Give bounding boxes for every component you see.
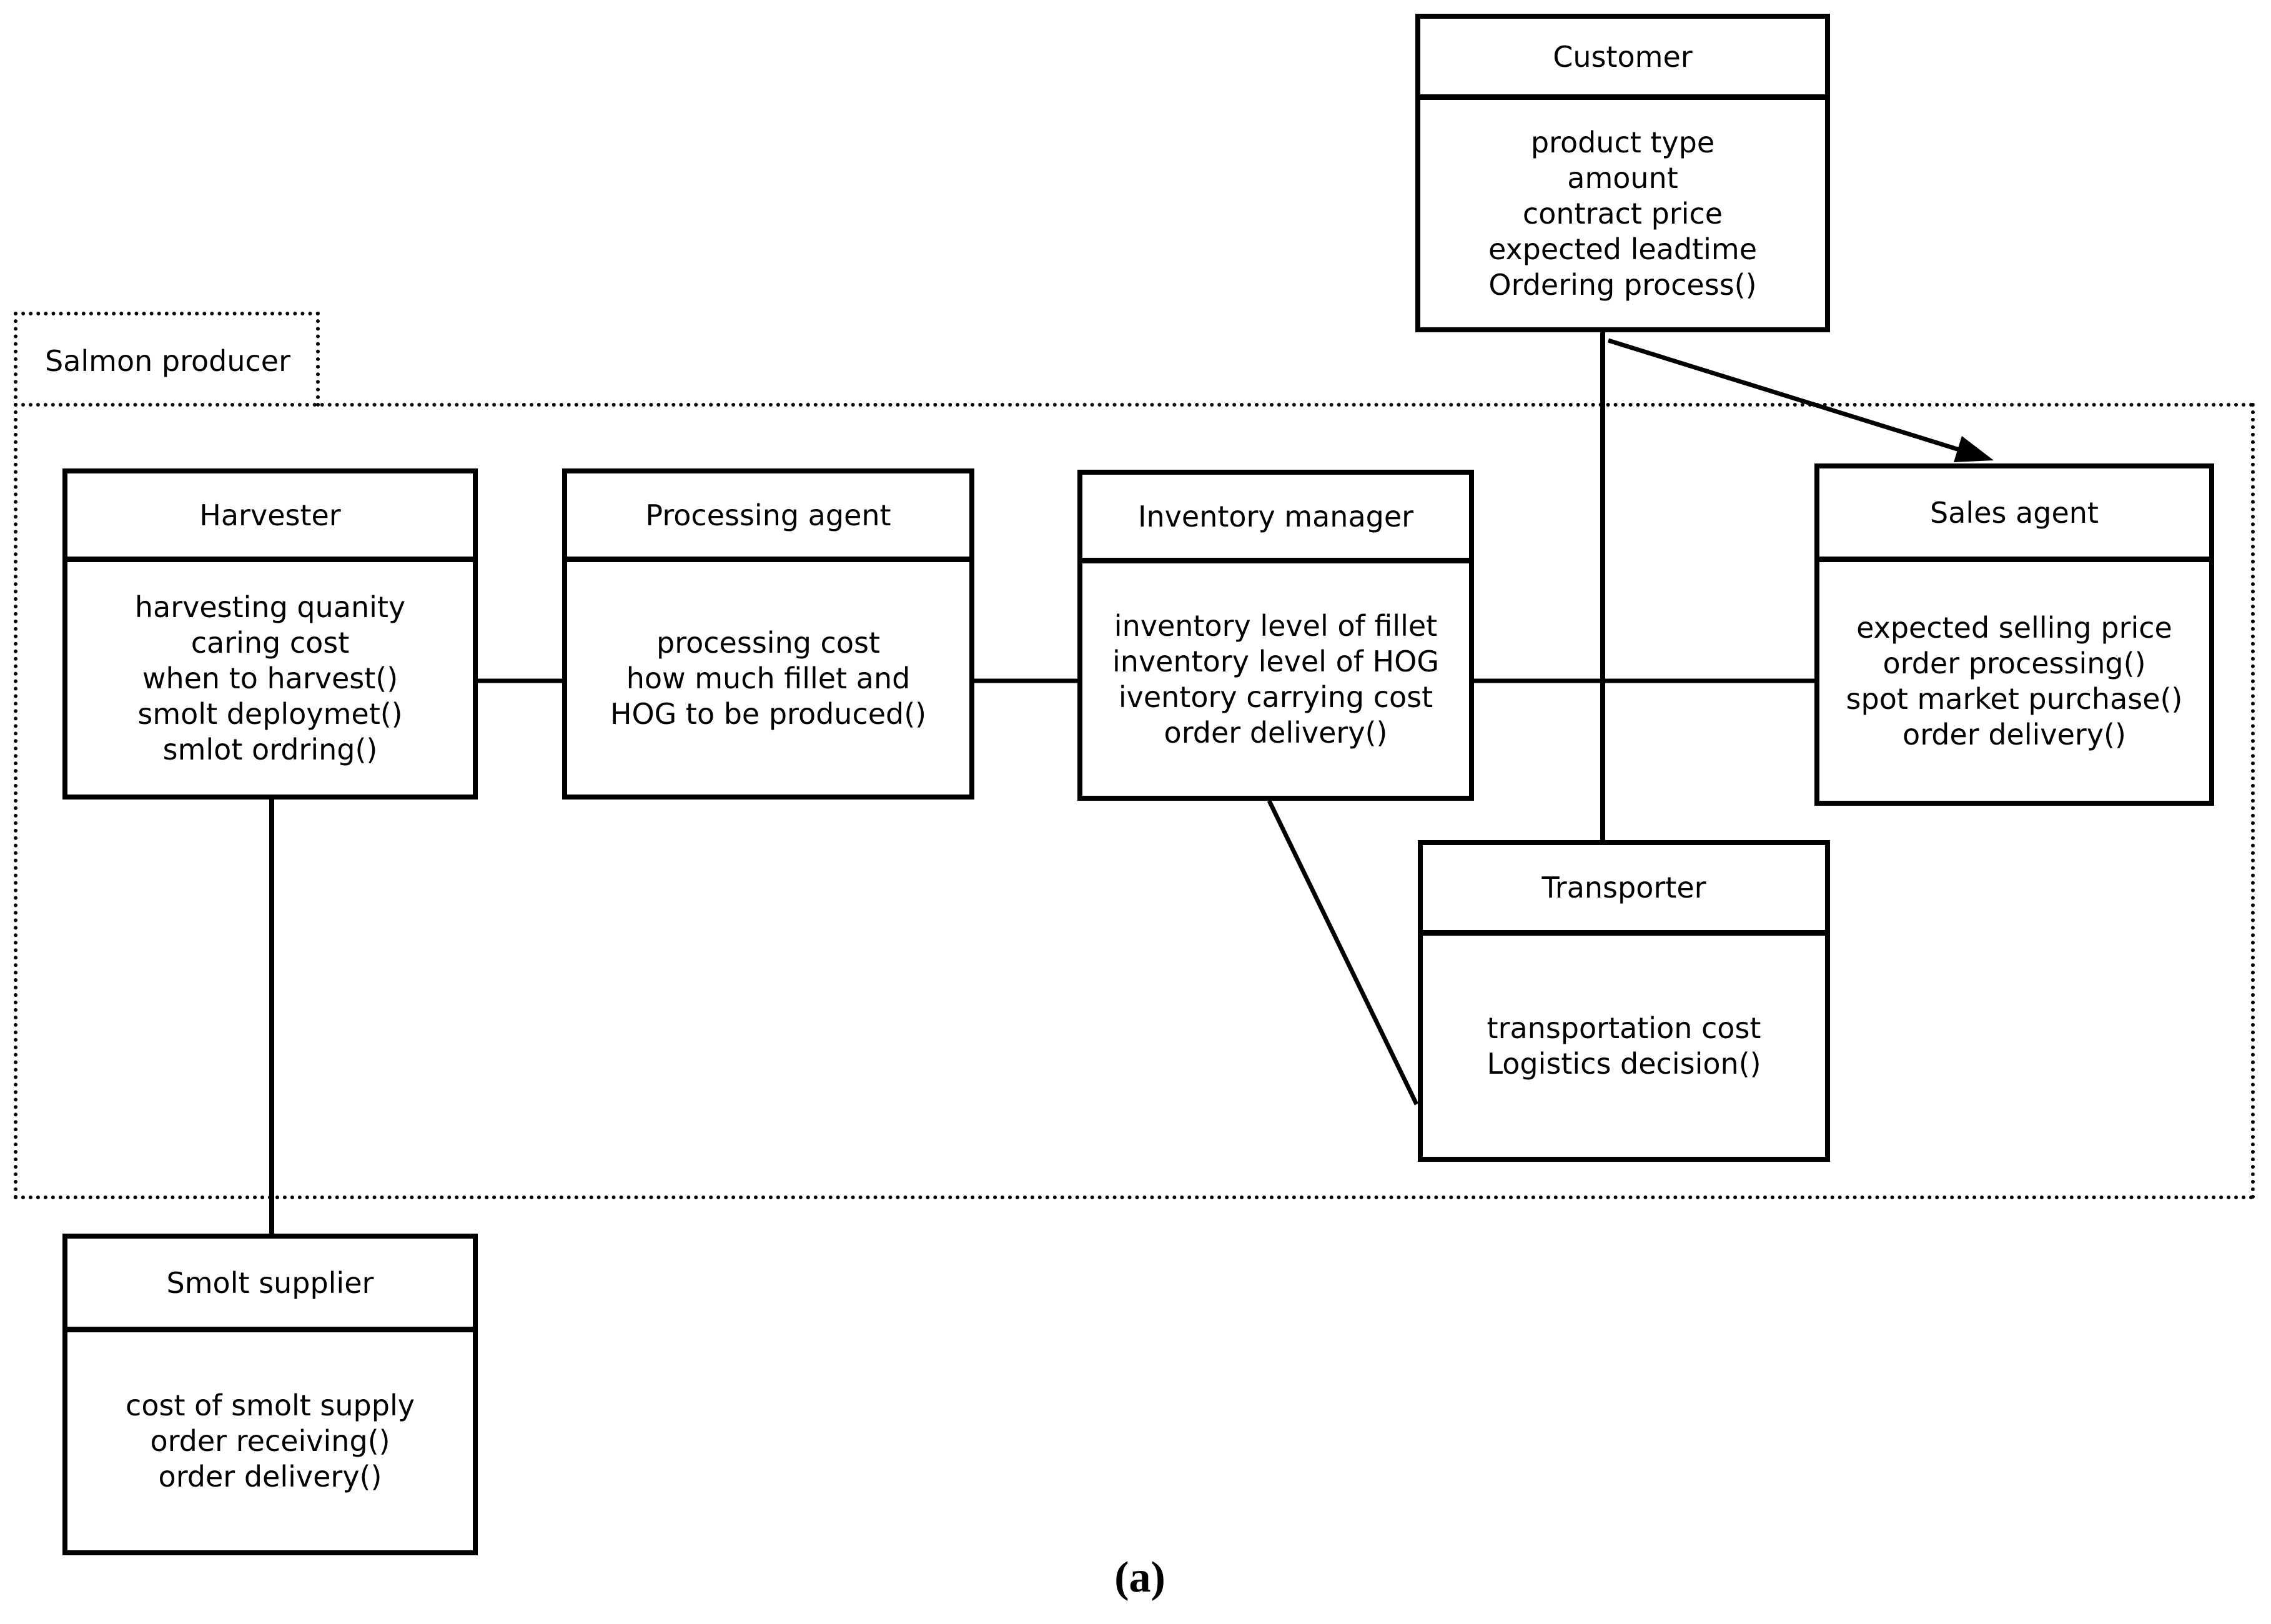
- class-box-transporter: Transporter transportation cost Logistic…: [1418, 840, 1830, 1162]
- attribute-line: iventory carrying cost: [1118, 680, 1433, 714]
- method-line: smolt deploymet(): [137, 696, 403, 731]
- class-title-inventory-manager: Inventory manager: [1082, 475, 1469, 563]
- attribute-line: harvesting quanity: [134, 590, 406, 624]
- class-body-customer: product type amount contract price expec…: [1420, 100, 1825, 327]
- method-line: order receiving(): [150, 1424, 390, 1458]
- salmon-producer-label: Salmon producer: [45, 344, 290, 378]
- class-title-transporter: Transporter: [1423, 845, 1825, 936]
- attribute-line: product type: [1530, 125, 1715, 159]
- connector-inventory-transporter: [1267, 800, 1419, 1106]
- method-line: Logistics decision(): [1487, 1047, 1761, 1081]
- class-box-sales-agent: Sales agent expected selling price order…: [1814, 463, 2214, 806]
- attribute-line: cost of smolt supply: [126, 1389, 415, 1422]
- class-box-processing-agent: Processing agent processing cost how muc…: [562, 468, 974, 800]
- class-box-customer: Customer product type amount contract pr…: [1415, 14, 1830, 332]
- class-title-processing-agent: Processing agent: [567, 473, 969, 562]
- salmon-producer-boundary: [14, 403, 2255, 1199]
- method-line: order delivery(): [1164, 716, 1388, 750]
- class-title-smolt-supplier: Smolt supplier: [67, 1239, 473, 1332]
- method-line: smlot ordring(): [162, 732, 378, 766]
- attribute-line: inventory level of fillet: [1114, 609, 1438, 643]
- class-body-smolt-supplier: cost of smolt supply order receiving() o…: [67, 1332, 473, 1550]
- class-box-inventory-manager: Inventory manager inventory level of fil…: [1077, 470, 1474, 801]
- method-line: HOG to be produced(): [610, 696, 927, 731]
- class-box-smolt-supplier: Smolt supplier cost of smolt supply orde…: [62, 1234, 478, 1555]
- salmon-producer-label-box: Salmon producer: [14, 312, 320, 407]
- attribute-line: transportation cost: [1487, 1011, 1761, 1045]
- class-body-inventory-manager: inventory level of fillet inventory leve…: [1082, 563, 1469, 796]
- figure-caption: (a): [1114, 1553, 1165, 1602]
- class-title-sales-agent: Sales agent: [1819, 468, 2209, 562]
- connector-customer-sales: [1607, 338, 1962, 453]
- class-body-sales-agent: expected selling price order processing(…: [1819, 562, 2209, 801]
- class-title-customer: Customer: [1420, 19, 1825, 100]
- attribute-line: contract price: [1522, 196, 1723, 230]
- attribute-line: expected leadtime: [1488, 232, 1758, 266]
- customer-sales-arrowhead-icon: [1954, 436, 1994, 462]
- attribute-line: caring cost: [190, 625, 350, 660]
- attribute-line: processing cost: [656, 625, 880, 660]
- class-body-harvester: harvesting quanity caring cost when to h…: [67, 562, 473, 795]
- method-line: order delivery(): [1902, 718, 2126, 751]
- attribute-line: expected selling price: [1856, 611, 2172, 645]
- class-box-harvester: Harvester harvesting quanity caring cost…: [62, 468, 478, 800]
- method-line: how much fillet and: [626, 661, 911, 695]
- method-line: Ordering process(): [1488, 267, 1757, 302]
- class-body-transporter: transportation cost Logistics decision(): [1423, 936, 1825, 1157]
- method-line: order processing(): [1883, 646, 2146, 680]
- attribute-line: amount: [1567, 161, 1678, 195]
- method-line: spot market purchase(): [1846, 682, 2183, 716]
- class-body-processing-agent: processing cost how much fillet and HOG …: [567, 562, 969, 795]
- attribute-line: inventory level of HOG: [1112, 645, 1439, 678]
- class-title-harvester: Harvester: [67, 473, 473, 562]
- method-line: when to harvest(): [142, 661, 398, 695]
- method-line: order delivery(): [158, 1460, 382, 1493]
